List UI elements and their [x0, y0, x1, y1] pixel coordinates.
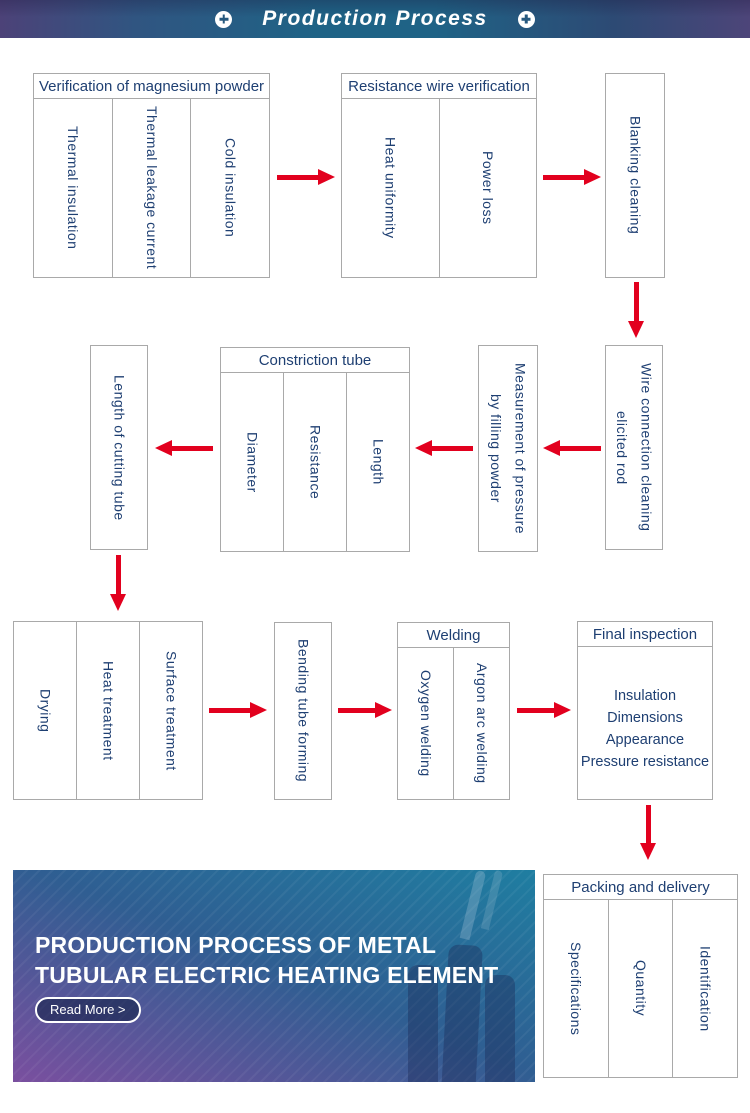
- process-step-label: Diameter: [244, 431, 261, 493]
- plus-circle-icon: [517, 10, 535, 28]
- inspection-item: Pressure resistance: [580, 754, 710, 770]
- process-step-label: Thermal leakage current: [143, 106, 160, 270]
- box-wire-connection-cleaning: Wire connection cleaning elicited rod: [605, 345, 663, 550]
- process-step-label: Identification: [697, 945, 714, 1032]
- read-more-button[interactable]: Read More >: [35, 997, 141, 1023]
- arrow-down: [628, 282, 644, 338]
- arrow-left: [543, 440, 601, 456]
- inspection-item: Dimensions: [607, 710, 683, 726]
- process-step-label: Heat uniformity: [382, 137, 399, 239]
- box-title: Verification of magnesium powder: [34, 74, 269, 99]
- process-step-label: Bending tube forming: [295, 639, 312, 783]
- banner-title-line1: PRODUCTION PROCESS OF METAL: [35, 932, 437, 958]
- process-step-label: Specifications: [568, 941, 585, 1036]
- process-step-label: Measurement of pressure by filling powde…: [488, 362, 529, 535]
- arrow-right: [277, 169, 335, 185]
- heating-tube-image: [408, 965, 438, 1082]
- process-step-label: Cold insulation: [222, 138, 239, 238]
- box-treatment: Drying Heat treatment Surface treatment: [13, 621, 203, 800]
- banner-title-line2: TUBULAR ELECTRIC HEATING ELEMENT: [35, 962, 499, 988]
- process-step-label: Thermal insulation: [65, 126, 82, 250]
- box-blanking-cleaning: Blanking cleaning: [605, 73, 665, 278]
- box-measurement-pressure: Measurement of pressure by filling powde…: [478, 345, 538, 552]
- box-constriction-tube: Constriction tube Diameter Resistance Le…: [220, 347, 410, 552]
- box-title: Final inspection: [578, 622, 712, 647]
- box-title: Resistance wire verification: [342, 74, 536, 99]
- promo-banner: PRODUCTION PROCESS OF METAL TUBULAR ELEC…: [13, 870, 535, 1082]
- box-title: Packing and delivery: [544, 875, 737, 900]
- arrow-right: [338, 702, 392, 718]
- title-bar: Production Process: [0, 0, 750, 38]
- process-step-label: Surface treatment: [163, 650, 180, 771]
- page-title: Production Process: [262, 7, 488, 30]
- heating-tube-image: [485, 975, 515, 1082]
- process-step-label: Length of cutting tube: [111, 374, 128, 521]
- box-title: Welding: [398, 623, 509, 648]
- arrow-right: [543, 169, 601, 185]
- arrow-down: [110, 555, 126, 611]
- process-step-label: Quantity: [632, 960, 649, 1017]
- process-step-label: Drying: [37, 688, 54, 733]
- arrow-right: [209, 702, 267, 718]
- arrow-right: [517, 702, 571, 718]
- process-step-label: Power loss: [480, 151, 496, 225]
- box-packing-delivery: Packing and delivery Specifications Quan…: [543, 874, 738, 1078]
- inspection-item: Insulation: [613, 688, 677, 704]
- box-resistance-wire-verification: Resistance wire verification Heat unifor…: [341, 73, 537, 278]
- box-bending-tube-forming: Bending tube forming: [274, 622, 332, 800]
- box-final-inspection: Final inspection Insulation Dimensions A…: [577, 621, 713, 800]
- box-verification-magnesium-powder: Verification of magnesium powder Thermal…: [33, 73, 270, 278]
- process-step-label: Blanking cleaning: [627, 116, 644, 235]
- box-length-cutting-tube: Length of cutting tube: [90, 345, 148, 550]
- process-step-label: Length: [370, 439, 387, 485]
- process-step-label: Heat treatment: [100, 660, 117, 761]
- arrow-left: [415, 440, 473, 456]
- arrow-down: [640, 805, 656, 860]
- arrow-left: [155, 440, 213, 456]
- plus-circle-icon: [215, 10, 233, 28]
- process-step-label: Wire connection cleaning elicited rod: [614, 363, 655, 532]
- box-title: Constriction tube: [221, 348, 409, 373]
- process-step-label: Argon arc welding: [473, 663, 490, 784]
- process-step-label: Resistance: [307, 424, 324, 500]
- box-welding: Welding Oxygen welding Argon arc welding: [397, 622, 510, 800]
- process-step-label: Oxygen welding: [417, 670, 434, 777]
- inspection-item: Appearance: [605, 732, 685, 748]
